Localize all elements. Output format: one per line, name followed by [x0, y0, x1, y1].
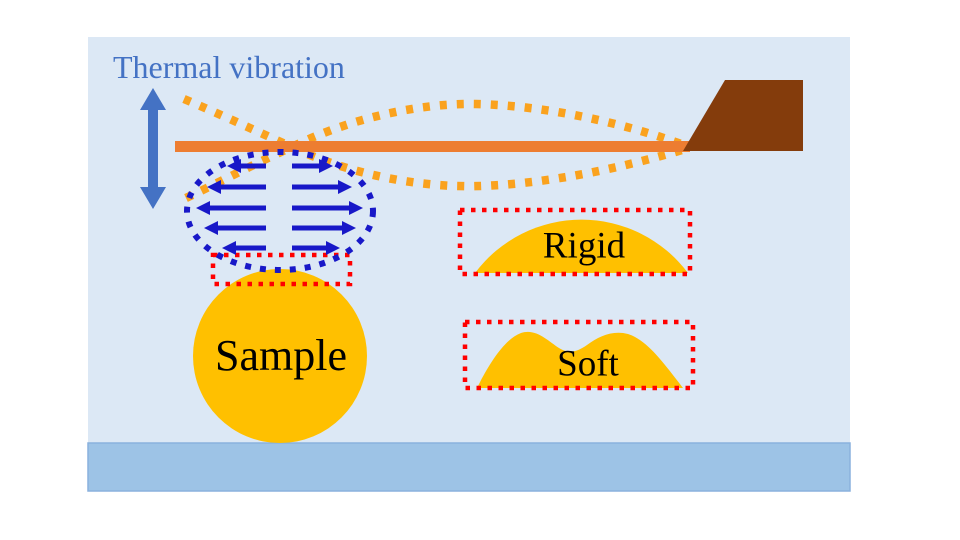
soft-label: Soft	[557, 343, 619, 385]
substrate-band	[87, 442, 851, 492]
arrow-left-icon	[196, 201, 266, 215]
soft-highlight-box	[462, 319, 696, 391]
arrow-left-icon	[227, 159, 266, 173]
contact-highlight-box	[210, 252, 353, 287]
soft-sample-deformed	[477, 331, 683, 388]
tip-lateral-arrows	[196, 159, 363, 255]
sample-label: Sample	[215, 331, 347, 380]
rigid-highlight-box	[457, 207, 693, 277]
arrow-right-icon	[292, 180, 352, 194]
sample-sphere	[193, 269, 367, 443]
arrow-left-icon	[222, 241, 266, 255]
cantilever-beam	[175, 141, 690, 152]
cantilever-chip	[683, 80, 803, 151]
title-thermal-vibration: Thermal vibration	[113, 49, 345, 85]
arrow-left-icon	[204, 221, 266, 235]
rigid-label: Rigid	[542, 225, 626, 267]
arrow-right-icon	[292, 159, 333, 173]
arrow-right-icon	[292, 221, 356, 235]
rigid-sample-dome	[475, 219, 688, 273]
vertical-double-arrow-icon	[140, 88, 166, 209]
arrow-left-icon	[207, 180, 266, 194]
arrow-right-icon	[292, 201, 363, 215]
tip-vibration-ellipse	[184, 149, 376, 273]
vibration-envelope-lower-curve	[182, 95, 691, 191]
arrow-right-icon	[292, 241, 340, 255]
